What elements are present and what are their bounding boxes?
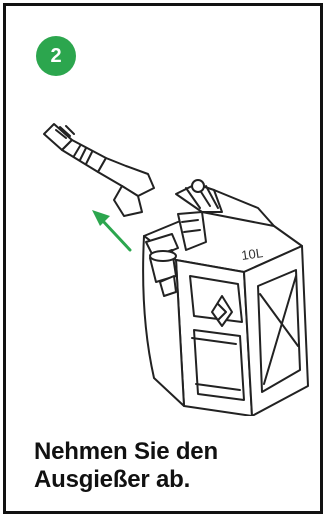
caption-line-2: Ausgießer ab. [34,466,314,494]
jerrycan-illustration: 10L [26,116,326,416]
instruction-card: 2 [3,3,323,514]
instruction-caption: Nehmen Sie den Ausgießer ab. [34,438,314,494]
step-number-badge: 2 [36,36,76,76]
step-number: 2 [50,45,61,68]
jerrycan-icon [143,180,308,416]
nozzle-icon [44,124,154,216]
caption-line-1: Nehmen Sie den [34,438,314,466]
can-capacity-label: 10L [240,245,264,263]
